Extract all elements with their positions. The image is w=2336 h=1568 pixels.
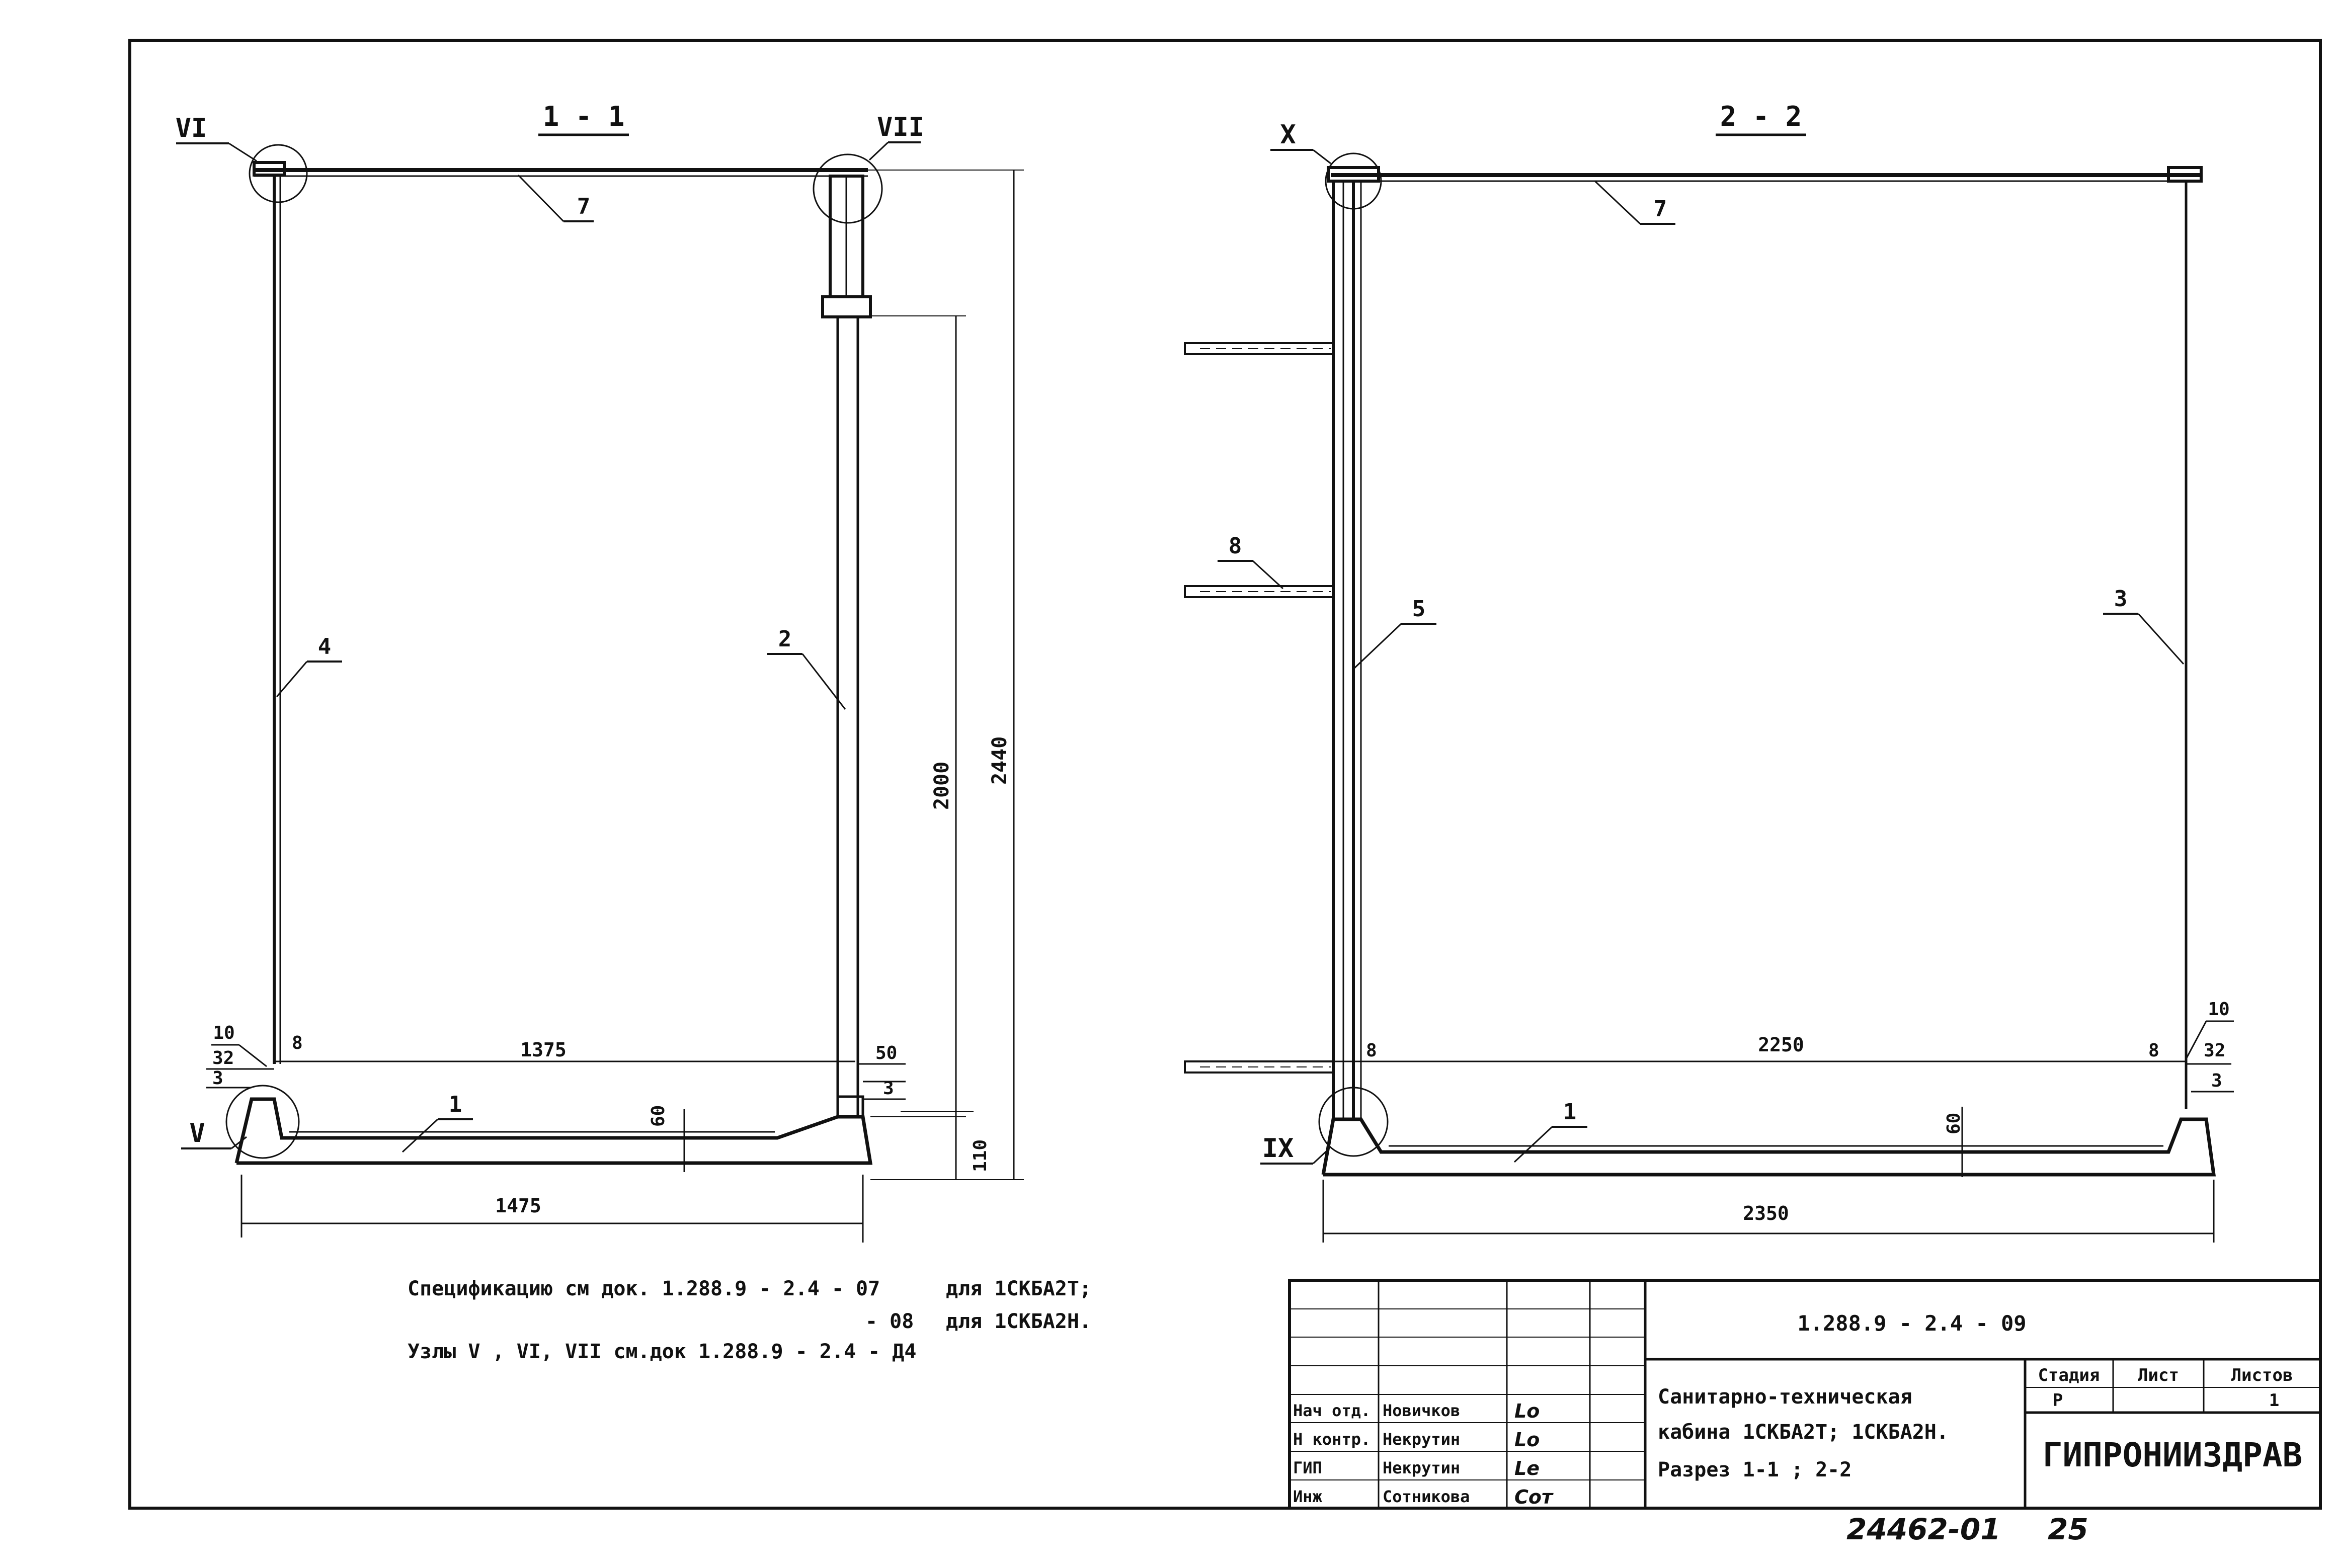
staff-sign: Le xyxy=(1514,1457,1540,1479)
dim-2350: 2350 xyxy=(1743,1202,1789,1224)
dim-2000: 2000 xyxy=(930,762,953,810)
note-line1-a: Спецификацию см док. 1.288.9 - 2.4 - 07 xyxy=(408,1277,880,1300)
section-2-title: 2 - 2 xyxy=(1720,101,1802,132)
note-line2-a: - 08 xyxy=(865,1310,914,1333)
staff-sign: Сот xyxy=(1514,1486,1554,1508)
archive-number: 24462-01 xyxy=(1846,1512,2001,1546)
staff-role: Нач отд. xyxy=(1293,1401,1371,1420)
staff-role: ГИП xyxy=(1293,1458,1322,1477)
dimensions-1: 1375 8 32 3 50 3 60 1475 2440 2000 xyxy=(206,170,1024,1243)
callout-3: 3 xyxy=(2114,586,2128,612)
page-number: 25 xyxy=(2048,1512,2088,1546)
node-circle-x xyxy=(1325,152,1382,210)
dim-50-right: 50 xyxy=(875,1043,897,1063)
callout-1b: 1 xyxy=(1563,1099,1577,1125)
top-panel-2 xyxy=(1327,166,2203,183)
callout-8-pipe: 8 xyxy=(1229,533,1242,559)
dim-3-left: 3 xyxy=(212,1068,223,1089)
staff-role: Инж xyxy=(1293,1487,1323,1506)
floor-tray-2 xyxy=(1321,1117,2216,1177)
node-label-v: V xyxy=(189,1118,205,1148)
staff-name: Новичков xyxy=(1383,1401,1460,1420)
dim-60-floor-2: 60 xyxy=(1944,1113,1964,1134)
staff-name: Сотникова xyxy=(1383,1487,1470,1506)
title-line2: кабина 1СКБА2Т; 1СКБА2Н. xyxy=(1658,1421,1949,1444)
doc-code: 1.288.9 - 2.4 - 09 xyxy=(1797,1311,2026,1336)
dim-1375: 1375 xyxy=(520,1039,567,1061)
sheet-label: Лист xyxy=(2138,1365,2179,1385)
node-label-x: X xyxy=(1280,120,1296,150)
dim-2250: 2250 xyxy=(1758,1034,1804,1056)
pipes xyxy=(1184,342,1334,1074)
dim-3-right-2: 3 xyxy=(2211,1070,2222,1091)
callout-5: 5 xyxy=(1412,596,1426,622)
dim-32-left: 32 xyxy=(212,1048,234,1068)
callout-10: 10 xyxy=(213,1023,234,1043)
staff-name: Некрутин xyxy=(1383,1430,1460,1449)
note-line3: Узлы V , VI, VII см.док 1.288.9 - 2.4 - … xyxy=(408,1340,916,1363)
dim-8-left: 8 xyxy=(292,1033,303,1053)
staff-name: Некрутин xyxy=(1383,1458,1460,1477)
upper-right-frame xyxy=(821,175,872,318)
top-panel xyxy=(253,161,868,177)
floor-tray xyxy=(234,1097,873,1165)
dim-60-floor: 60 xyxy=(648,1105,669,1127)
node-label-vii: VII xyxy=(877,112,924,142)
dim-3-right: 3 xyxy=(883,1078,894,1099)
left-wall-panel xyxy=(273,176,281,1064)
title-line3: Разрез 1-1 ; 2-2 xyxy=(1658,1458,1851,1481)
stage-value: Р xyxy=(2053,1390,2063,1411)
note-line1-b: для 1СКБА2Т; xyxy=(946,1277,1091,1300)
node-circle-ix xyxy=(1318,1087,1389,1157)
section-1-title: 1 - 1 xyxy=(543,101,625,132)
staff-role: Н контр. xyxy=(1293,1430,1371,1449)
callout-4: 4 xyxy=(318,634,332,659)
section-2-2: 2 - 2 xyxy=(1184,101,2234,1243)
staff-rows: Нач отд. Новичков Lo Н контр. Некрутин L… xyxy=(1293,1400,1554,1508)
node-label-ix: IX xyxy=(1262,1133,1294,1164)
left-wall-duct xyxy=(1332,181,1362,1119)
callout-10b: 10 xyxy=(2208,999,2229,1020)
dimensions-2: 2250 8 8 32 3 60 2350 xyxy=(1322,1034,2234,1243)
right-wall-panel xyxy=(836,315,864,1118)
org-name: ГИПРОНИИЗДРАВ xyxy=(2043,1436,2303,1474)
dim-110: 110 xyxy=(970,1139,991,1172)
sheets-value: 1 xyxy=(2269,1390,2279,1411)
staff-sign: Lo xyxy=(1514,1429,1540,1451)
node-circles xyxy=(225,144,883,1159)
callout-7b: 7 xyxy=(1654,196,1667,222)
callout-7: 7 xyxy=(577,194,591,219)
node-label-vi: VI xyxy=(176,113,207,143)
sheets-label: Листов xyxy=(2231,1365,2293,1385)
dim-1475: 1475 xyxy=(495,1195,541,1217)
dim-2440: 2440 xyxy=(988,736,1011,785)
callout-2: 2 xyxy=(778,626,792,652)
dim-32-right-2: 32 xyxy=(2204,1040,2225,1061)
section-1-1: 1 - 1 xyxy=(176,101,1024,1243)
sheet-frame xyxy=(128,39,2322,1510)
title-line1: Санитарно-техническая xyxy=(1658,1385,1912,1409)
dim-8-left-2: 8 xyxy=(1366,1040,1377,1061)
callout-1: 1 xyxy=(449,1092,462,1117)
staff-sign: Lo xyxy=(1514,1400,1540,1422)
note-line2-b: для 1СКБА2Н. xyxy=(946,1310,1091,1333)
dim-8-right-2: 8 xyxy=(2148,1040,2159,1061)
title-block: 1.288.9 - 2.4 - 09 Санитарно-техническая… xyxy=(1288,1279,2320,1546)
stage-label: Стадия xyxy=(2038,1365,2100,1385)
notes: Спецификацию см док. 1.288.9 - 2.4 - 07 … xyxy=(408,1277,1091,1363)
